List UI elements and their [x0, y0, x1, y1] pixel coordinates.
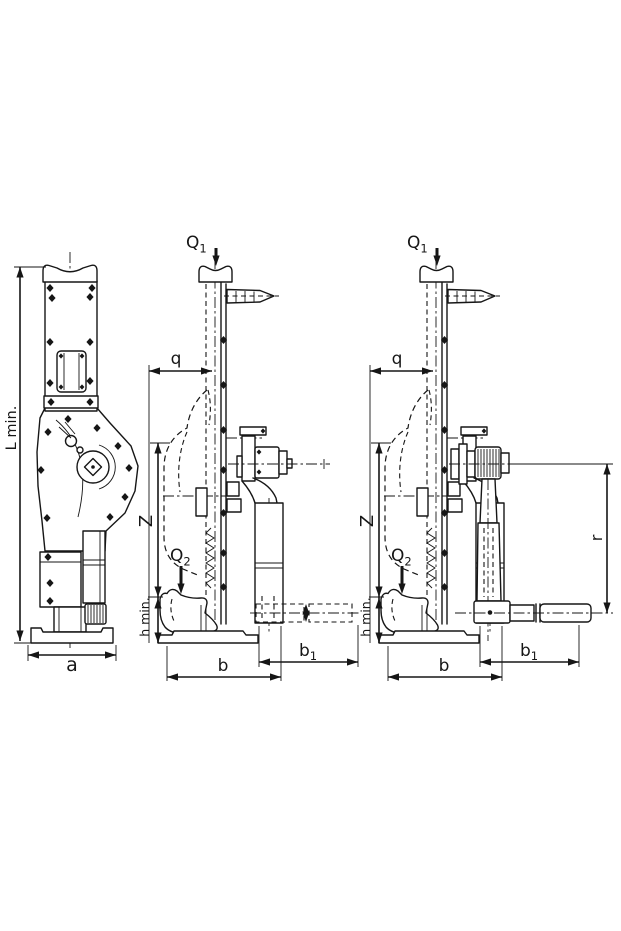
saddle-front — [42, 264, 98, 283]
knurled-knob — [474, 446, 510, 480]
side-housing-hidden — [163, 389, 211, 577]
dim-label-h-min: h min. — [137, 597, 152, 636]
dim-Z: Z — [136, 442, 170, 598]
dim-label-r: r — [587, 534, 606, 541]
dim-L-min: L min. — [4, 266, 46, 641]
front-view: L min. a — [4, 252, 139, 676]
drive-shaft-stub — [228, 446, 330, 479]
claw-raised-lug — [224, 288, 279, 304]
crank-assembly: r — [449, 443, 613, 641]
rear-leg — [241, 477, 284, 624]
dim-label-b1: b1 — [299, 641, 317, 663]
load-label-Q2: Q2 — [170, 546, 191, 569]
side-view-crank-removed-extras — [228, 446, 360, 623]
dim-b: b — [166, 626, 282, 681]
saddle-side — [198, 265, 233, 283]
crank-arm — [476, 478, 502, 641]
dim-label-a: a — [66, 654, 78, 676]
gear-bracket — [195, 426, 267, 517]
dim-r: r — [509, 463, 613, 613]
load-label-Q1: Q1 — [186, 233, 207, 256]
rack-teeth — [205, 527, 215, 589]
front-base-assembly — [14, 530, 114, 644]
side-view: Q1 Q2 q Z h min. — [136, 233, 359, 681]
dim-label-L-min: L min. — [4, 406, 20, 451]
load-Q1: Q1 — [186, 233, 220, 266]
dim-h-min: h min. — [137, 597, 162, 643]
rack-roller — [84, 603, 107, 625]
dim-b1: b1 — [258, 625, 359, 667]
dim-label-b: b — [218, 656, 229, 676]
base-plate-front — [30, 627, 114, 644]
front-housing — [36, 407, 139, 552]
parked-crank-hidden — [250, 603, 360, 623]
load-Q2: Q2 — [170, 546, 191, 594]
claw — [159, 588, 218, 635]
base-plate-side — [157, 630, 259, 644]
rack-bar — [205, 281, 228, 625]
front-column — [42, 264, 99, 412]
dim-label-q: q — [171, 349, 182, 369]
dim-label-Z: Z — [136, 515, 157, 527]
inspection-window — [56, 350, 87, 393]
crank-handle — [455, 600, 613, 624]
dim-a: a — [27, 645, 117, 676]
